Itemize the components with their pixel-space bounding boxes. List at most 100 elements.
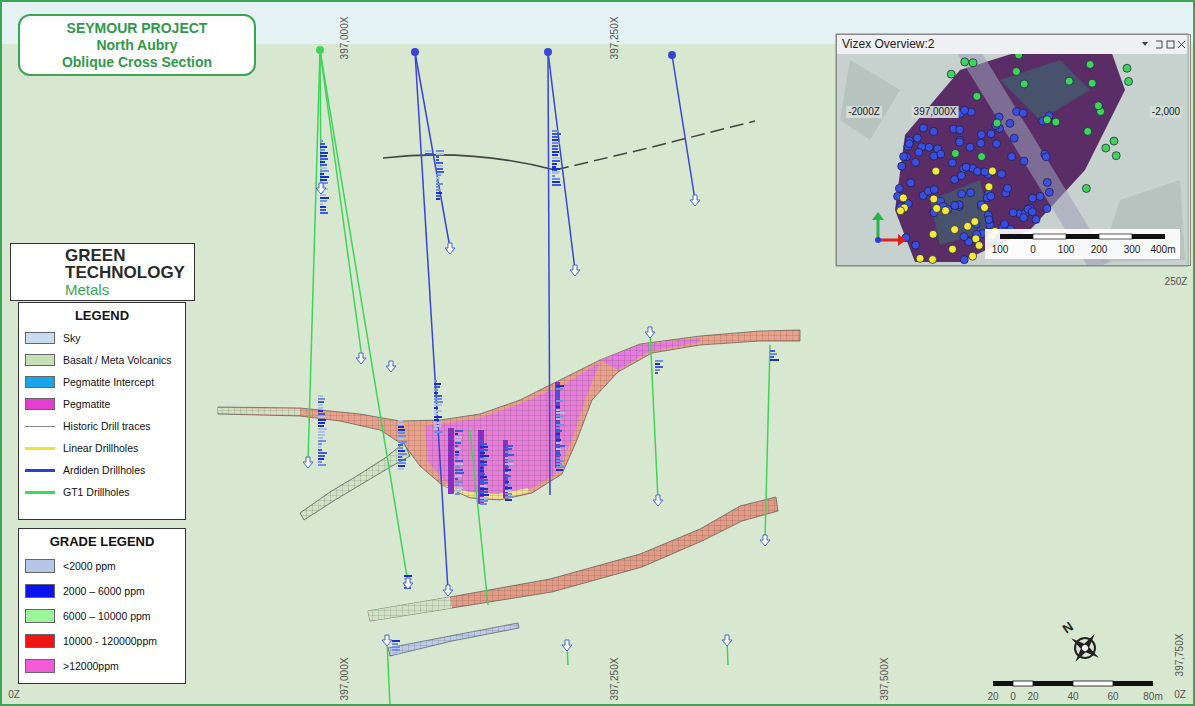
grade-intercepts <box>556 421 559 423</box>
grade-intercepts <box>320 140 323 142</box>
grade-intercepts <box>480 452 485 454</box>
grade-intercepts <box>392 643 398 645</box>
grade-intercepts <box>404 575 412 577</box>
grade-intercepts <box>480 479 488 481</box>
grade-intercepts <box>398 426 404 428</box>
overview-inset <box>919 124 927 132</box>
scale-number: 300 <box>1124 244 1141 256</box>
grade-intercepts <box>556 433 560 435</box>
grade-intercepts <box>318 443 322 445</box>
grade-intercepts <box>436 168 443 170</box>
legend-text: 6000 – 10000 ppm <box>63 610 151 622</box>
grade-intercepts <box>480 464 487 466</box>
overview-inset <box>957 172 965 180</box>
overview-inset <box>1099 234 1132 239</box>
grade-intercepts <box>392 649 400 651</box>
legend-row: Linear Drillholes <box>25 437 179 459</box>
legend-text: Basalt / Meta Volcanics <box>63 354 172 366</box>
overview-inset <box>900 153 908 161</box>
grade-intercepts <box>480 458 487 460</box>
overview-inset <box>937 150 945 158</box>
lower-pegmatite <box>388 623 519 656</box>
scale-number: 100 <box>1058 244 1075 256</box>
overview-inset <box>949 245 957 253</box>
grade-intercepts <box>505 481 509 483</box>
scale-bar <box>1013 681 1033 686</box>
grade-intercepts <box>480 500 488 502</box>
overview-inset <box>1042 153 1050 161</box>
grade-intercepts <box>434 404 442 406</box>
grade-intercepts <box>455 433 458 435</box>
overview-inset <box>987 130 995 138</box>
overview-inset <box>930 127 938 135</box>
grade-intercepts <box>556 391 559 393</box>
overview-inset <box>951 149 959 157</box>
grade-intercepts <box>392 652 399 654</box>
grade-intercepts <box>318 410 323 412</box>
grade-intercepts <box>505 463 514 465</box>
overview-inset <box>1052 118 1060 126</box>
grade-intercepts <box>505 499 512 501</box>
legend-swatch <box>25 354 55 366</box>
grade-intercepts <box>436 198 440 200</box>
grade-intercepts <box>556 442 562 444</box>
scale-number: 80m <box>1143 691 1162 703</box>
grade-intercepts <box>392 646 400 648</box>
grade-intercepts <box>556 394 559 396</box>
overview-inset <box>929 256 937 264</box>
grade-intercepts <box>318 455 325 457</box>
grade-intercepts <box>556 460 564 462</box>
title-box: SEYMOUR PROJECTNorth AubryOblique Cross … <box>18 14 256 76</box>
overview-inset <box>964 222 972 230</box>
overview-inset <box>912 158 920 166</box>
legend-swatch <box>25 584 55 598</box>
grade-intercepts <box>318 395 323 397</box>
grade-intercepts <box>552 181 560 183</box>
grade-intercepts <box>455 469 463 471</box>
overview-inset <box>1132 234 1165 239</box>
legend-heading: GRADE LEGEND <box>25 533 179 551</box>
grade-intercepts <box>556 466 565 468</box>
overview-inset <box>951 226 959 234</box>
grade-intercepts <box>556 436 560 438</box>
scale-number: 0 <box>1030 244 1036 256</box>
ardiden-drillholes <box>415 52 448 590</box>
legend-row: Ardiden Drillholes <box>25 459 179 481</box>
grade-intercepts <box>455 454 459 456</box>
grade-intercepts <box>320 197 329 199</box>
overview-inset <box>985 229 1180 259</box>
grade-intercepts <box>505 493 512 495</box>
grade-intercepts <box>480 473 485 475</box>
grade-intercepts <box>505 466 509 468</box>
grade-intercepts <box>552 148 558 150</box>
grade-intercepts <box>436 174 441 176</box>
historic-trace <box>555 121 755 170</box>
grade-intercepts <box>556 469 563 471</box>
grade-intercepts <box>318 130 779 654</box>
overview-inset <box>1000 234 1033 239</box>
grade-intercepts <box>455 493 460 495</box>
grade-intercepts <box>480 482 488 484</box>
overview-inset <box>932 167 940 175</box>
grade-intercepts <box>552 151 559 153</box>
grade-intercepts <box>552 157 560 159</box>
legend-text: Ardiden Drillholes <box>63 464 145 476</box>
scale-number: 20 <box>1027 691 1038 703</box>
overview-inset <box>987 192 995 200</box>
gt1-drillholes <box>308 50 320 462</box>
grade-intercepts <box>436 180 439 182</box>
legend-box: LEGENDSkyBasalt / Meta VolcanicsPegmatit… <box>18 302 186 520</box>
grade-intercepts <box>556 448 561 450</box>
grade-intercepts <box>556 406 560 408</box>
overview-inset <box>985 183 993 191</box>
drill-collars <box>544 48 552 56</box>
title-text: Oblique Cross Section <box>62 54 212 71</box>
gt1-drillholes <box>320 50 408 583</box>
overview-inset <box>913 134 921 142</box>
grade-intercepts <box>505 460 514 462</box>
panel-title: Vizex Overview:2 <box>837 35 1190 54</box>
grade-intercepts <box>318 446 321 448</box>
scale-number: 100 <box>992 244 1009 256</box>
grade-legend-box: GRADE LEGEND<2000 ppm2000 – 6000 ppm6000… <box>18 528 186 684</box>
overview-inset <box>930 186 938 194</box>
